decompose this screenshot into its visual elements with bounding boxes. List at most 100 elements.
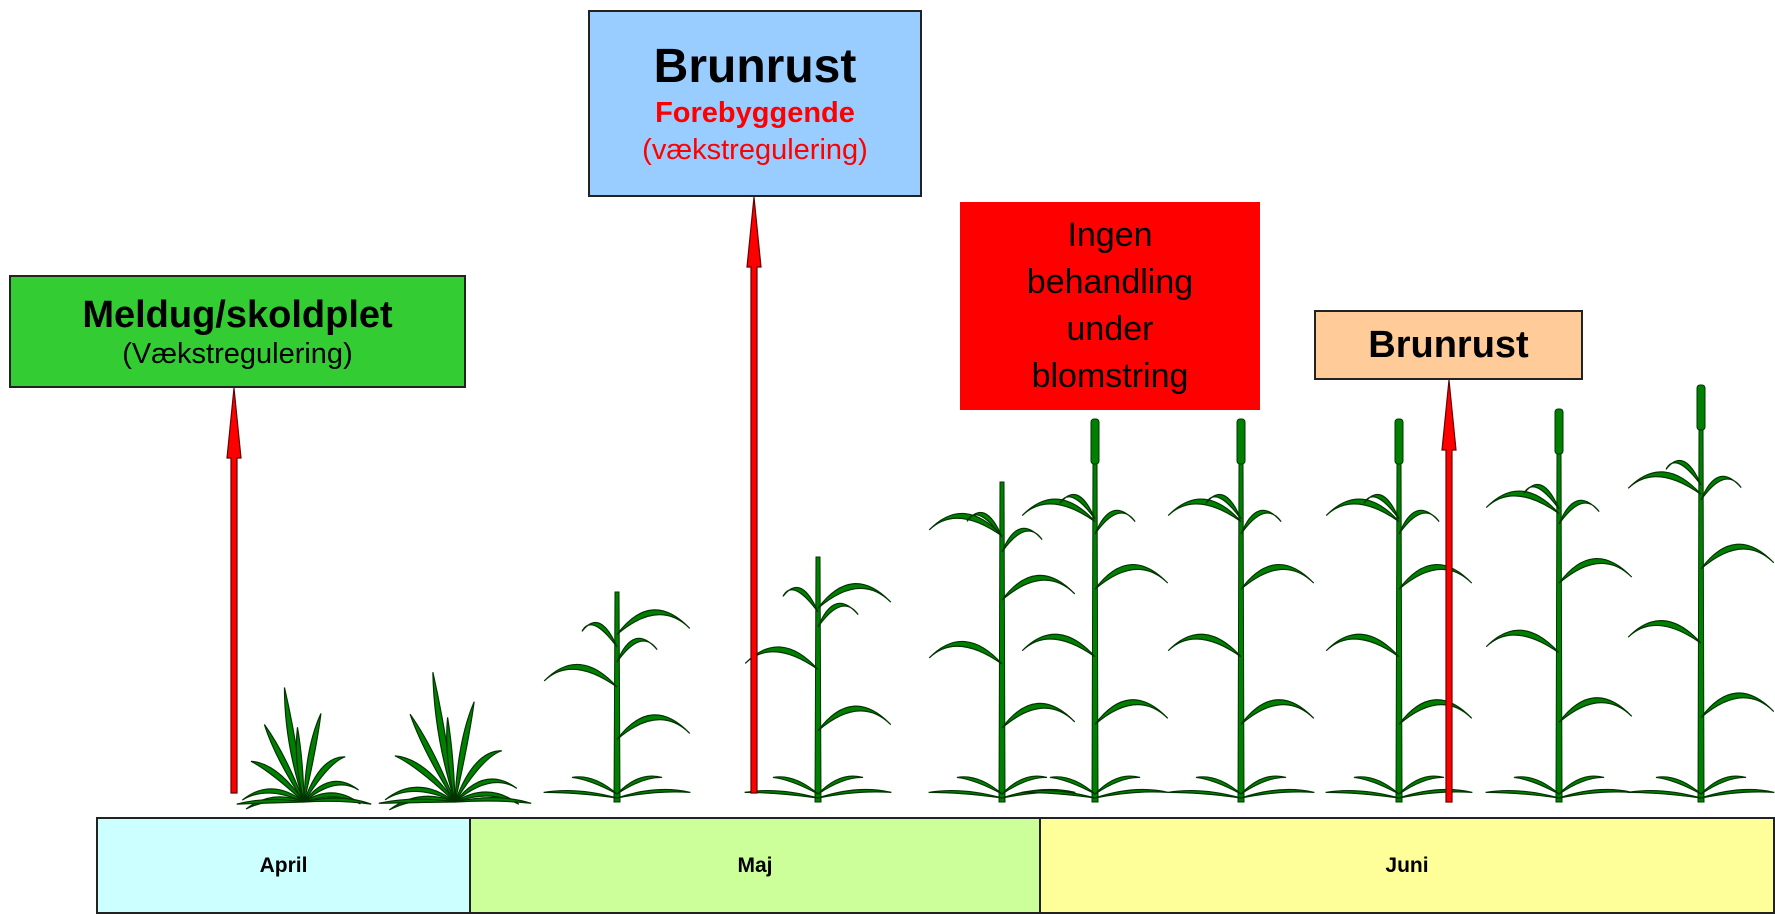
plant-leaf: [1240, 775, 1287, 795]
plant-leaf: [1398, 564, 1473, 590]
plant-leaf: [409, 713, 456, 803]
plant-leaf: [1240, 564, 1315, 590]
plant-icon: [928, 481, 1076, 803]
plant-leaf: [744, 789, 819, 799]
plant-icon: [236, 687, 372, 810]
plant-leaf: [744, 646, 819, 670]
plant-leaf: [817, 775, 864, 795]
plant-leaf: [1627, 789, 1702, 799]
callout-ingen-line-3: under: [1066, 310, 1154, 348]
plant-leaf: [616, 788, 691, 799]
timeline-maj-label: Maj: [737, 853, 773, 877]
timeline-juni-label: Juni: [1385, 853, 1429, 877]
arrow-up-icon: [746, 196, 762, 794]
plant-leaf: [1094, 775, 1141, 795]
plant-leaf: [1049, 776, 1096, 795]
plant-leaf: [1655, 776, 1702, 795]
timeline-maj: Maj: [469, 817, 1041, 914]
plant-leaf: [1325, 633, 1400, 658]
plant-leaf: [303, 780, 359, 803]
plant-ear: [1090, 418, 1100, 465]
plant-leaf: [1195, 776, 1242, 795]
plant-leaf: [1059, 493, 1096, 520]
plant-leaf: [303, 713, 322, 803]
plant-leaf: [1558, 558, 1633, 584]
plant-leaf: [1205, 493, 1242, 520]
plant-stem: [998, 481, 1006, 803]
plant-leaf: [394, 755, 456, 803]
plant-leaf: [1700, 788, 1775, 799]
plant-stem: [1697, 429, 1705, 803]
plant-leaf: [1167, 789, 1242, 799]
plant-leaf: [928, 640, 1003, 665]
plant-leaf: [263, 724, 305, 803]
plant-leaf: [1001, 574, 1076, 601]
plant-leaf: [1665, 459, 1702, 486]
plant-leaf: [1001, 527, 1043, 553]
callout-ingen-line-4: blomstring: [1031, 357, 1189, 395]
plant-leaf: [616, 609, 691, 635]
plant-leaf: [1021, 789, 1096, 799]
plant-leaf: [1558, 775, 1605, 795]
plant-ear: [1696, 384, 1706, 431]
plant-leaf: [454, 778, 518, 803]
plant-leaf: [772, 776, 819, 795]
callout-brunrust-late-title: Brunrust: [1368, 324, 1529, 366]
plant-leaf: [236, 798, 305, 805]
plant-leaf: [454, 791, 520, 805]
plant-leaf: [1094, 509, 1136, 535]
plant-leaf: [1094, 788, 1169, 799]
timeline-juni: Juni: [1039, 817, 1775, 914]
callout-meldug-subtitle: (Vækstregulering): [122, 337, 353, 370]
arrow-shape: [746, 196, 762, 794]
plant-leaf: [1523, 483, 1560, 510]
plant-leaf: [581, 621, 618, 648]
callout-brunrust-early-title: Brunrust: [653, 39, 857, 93]
arrow-shape: [226, 387, 242, 794]
plant-leaf: [817, 705, 892, 732]
plant-leaf: [1240, 699, 1315, 725]
plant-leaf: [928, 512, 1003, 537]
plant-icon: [1325, 418, 1473, 803]
plant-leaf: [928, 789, 1003, 799]
plant-leaf: [1700, 692, 1775, 719]
plant-leaf: [1627, 471, 1702, 495]
arrow-shape: [1441, 379, 1457, 803]
plant-leaf: [782, 586, 819, 613]
plant-leaf: [1094, 564, 1169, 590]
plant-leaf: [241, 788, 305, 803]
plant-leaf: [1627, 620, 1702, 644]
plant-leaf: [1398, 509, 1440, 535]
plant-icon: [1167, 418, 1315, 803]
callout-brunrust-late: Brunrust: [1314, 310, 1583, 380]
plant-leaf: [1001, 775, 1048, 795]
callout-brunrust-early: Brunrust Forebyggende (vækstregulering): [588, 10, 922, 197]
plant-leaf: [303, 797, 372, 805]
plant-icon: [378, 672, 532, 811]
plant-icon: [1485, 408, 1633, 803]
plant-stem: [613, 591, 621, 803]
callout-ingen-line-1: Ingen: [1067, 216, 1153, 254]
plant-leaf: [1513, 776, 1560, 795]
plant-leaf: [454, 750, 502, 803]
plant-leaf: [1700, 543, 1775, 570]
plant-leaf: [303, 792, 361, 805]
plant-leaf: [1700, 775, 1747, 795]
plant-leaf: [1558, 788, 1633, 799]
plant-leaf: [1240, 509, 1282, 535]
callout-ingen-line-2: behandling: [1026, 263, 1194, 301]
plant-leaf: [1485, 490, 1560, 515]
callout-meldug: Meldug/skoldplet (Vækstregulering): [9, 275, 466, 388]
callout-meldug-title: Meldug/skoldplet: [82, 293, 393, 336]
plant-leaf: [1558, 697, 1633, 723]
plant-leaf: [1167, 498, 1242, 523]
plant-icon: [543, 591, 691, 803]
callout-brunrust-early-subtitle: (vækstregulering): [642, 133, 868, 166]
plant-leaf: [616, 775, 663, 795]
plant-ear: [1236, 418, 1246, 465]
plant-leaf: [1240, 788, 1315, 799]
callout-brunrust-early-note: Forebyggende: [655, 96, 855, 129]
plant-icon: [1021, 418, 1169, 803]
plant-icon: [1627, 384, 1775, 803]
